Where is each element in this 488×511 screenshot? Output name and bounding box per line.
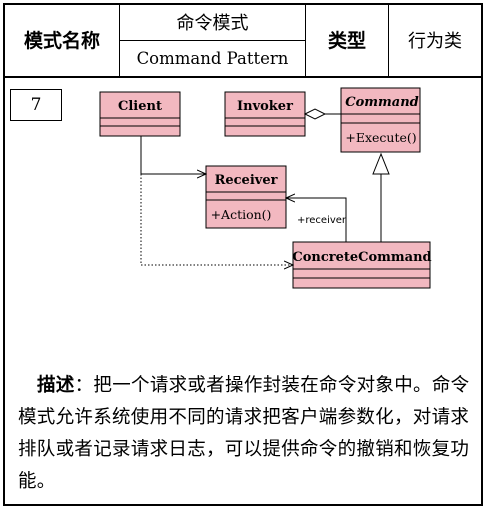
class-concrete-command-name: ConcreteCommand <box>292 250 431 265</box>
receiver-role-label: +receiver <box>297 215 347 226</box>
pattern-description: 描述：把一个请求或者操作封装在命令对象中。命令模式允许系统使用不同的请求把客户端… <box>18 370 476 498</box>
type-value: 行为类 <box>408 31 462 52</box>
type-label: 类型 <box>327 30 366 52</box>
class-invoker: Invoker <box>224 91 306 137</box>
aggregation-invoker-command <box>303 108 341 120</box>
class-client: Client <box>99 91 181 137</box>
pattern-name-cn: 命令模式 <box>176 13 249 34</box>
class-receiver-name: Receiver <box>215 173 278 188</box>
class-concrete-command: ConcreteCommand <box>292 241 432 289</box>
association-concrete-receiver <box>286 198 347 242</box>
class-command-name: Command <box>345 95 419 110</box>
class-command-operation: +Execute() <box>345 130 416 145</box>
class-client-name: Client <box>118 99 162 114</box>
description-text: 把一个请求或者操作封装在命令对象中。命令模式允许系统使用不同的请求把客户端参数化… <box>18 375 470 492</box>
header-bottom-border <box>3 76 483 78</box>
pattern-number: 7 <box>10 89 62 121</box>
pattern-name-label: 模式名称 <box>23 30 100 52</box>
generalization-concrete-command <box>372 152 390 242</box>
association-client-receiver <box>140 136 206 174</box>
class-command: Command +Execute() <box>340 87 421 153</box>
header-divider-2 <box>305 3 306 77</box>
pattern-card <box>3 3 483 506</box>
dependency-client-concrete <box>140 174 293 265</box>
class-invoker-name: Invoker <box>237 99 293 114</box>
header-name-split <box>119 40 305 41</box>
description-lead: 描述 <box>37 375 75 396</box>
pattern-name-en: Command Pattern <box>136 49 289 68</box>
class-receiver-operation: +Action() <box>211 207 272 222</box>
header-divider-3 <box>388 3 389 77</box>
class-receiver: Receiver +Action() <box>205 165 287 229</box>
description-colon: ： <box>74 375 94 396</box>
